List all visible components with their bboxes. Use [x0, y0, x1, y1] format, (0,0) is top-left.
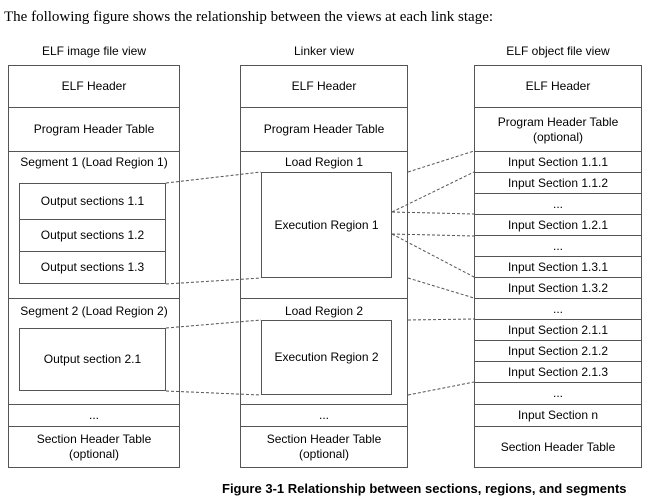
- elf-object-elf-header: ELF Header: [474, 65, 642, 108]
- load-region-2-label: Load Region 2: [284, 304, 364, 318]
- connector-output-to-exec1-top: [165, 171, 262, 184]
- input-section-2-1-3: Input Section 2.1.3: [474, 361, 642, 383]
- execution-region-1: Execution Region 1: [261, 172, 392, 278]
- connector-load1-to-input-bottom: [407, 277, 475, 299]
- input-section-1-1-2: Input Section 1.1.2: [474, 172, 642, 194]
- output-sections-1-2: Output sections 1.2: [19, 219, 166, 252]
- elf-image-view-title: ELF image file view: [41, 44, 147, 58]
- linker-section-header-table: Section Header Table (optional): [240, 426, 408, 468]
- execution-region-2: Execution Region 2: [261, 320, 392, 395]
- elf-object-program-header-table: Program Header Table (optional): [474, 107, 642, 152]
- connector-exec1-to-input-1-2-1-a: [391, 211, 475, 215]
- elf-object-view-title: ELF object file view: [506, 44, 610, 58]
- load-region-1-label: Load Region 1: [284, 155, 364, 169]
- figure-caption: Figure 3-1 Relationship between sections…: [222, 481, 627, 496]
- segment-1-label: Segment 1 (Load Region 1): [20, 155, 168, 169]
- segment-2-label: Segment 2 (Load Region 2): [20, 304, 168, 318]
- elf-image-section-header-table: Section Header Table (optional): [8, 426, 180, 468]
- connector-exec2-to-input-bottom: [407, 381, 475, 396]
- elf-image-elf-header: ELF Header: [8, 65, 180, 108]
- connector-output-to-exec2-top: [165, 319, 262, 329]
- output-sections-1-3: Output sections 1.3: [19, 251, 166, 284]
- linker-view-title: Linker view: [293, 44, 355, 58]
- elf-object-section-header-table: Section Header Table: [474, 426, 642, 468]
- connector-output-to-exec1-bottom: [165, 277, 262, 285]
- input-section-1-2-1: Input Section 1.2.1: [474, 214, 642, 236]
- connector-exec1-to-input-1-1-2: [391, 171, 475, 213]
- connector-exec2-to-input-top: [407, 318, 475, 321]
- connector-exec1-to-input-1-3-2: [391, 233, 475, 278]
- linker-elf-header: ELF Header: [240, 65, 408, 108]
- intro-text: The following figure shows the relations…: [4, 9, 494, 25]
- connector-exec1-to-input-1-2-1-b: [391, 233, 475, 237]
- linker-program-header-table: Program Header Table: [240, 107, 408, 152]
- connector-load1-to-input-top: [407, 150, 475, 173]
- output-section-2-1: Output section 2.1: [19, 328, 166, 391]
- connector-output-to-exec2-bottom: [165, 390, 262, 396]
- input-section-n: Input Section n: [474, 404, 642, 427]
